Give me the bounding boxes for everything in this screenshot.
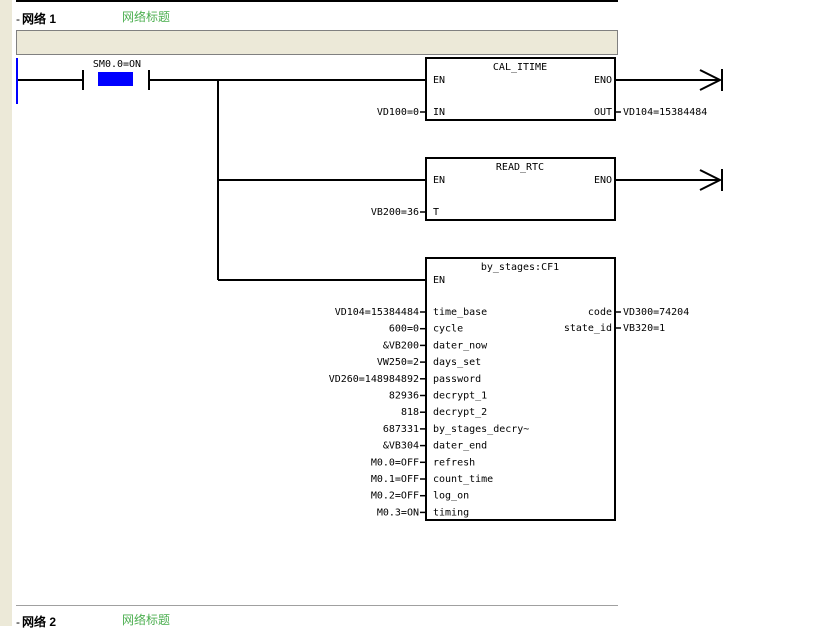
input-value: VD104=15384484 [335, 307, 419, 318]
network-2-label: 网络 2 [22, 615, 57, 629]
arrow-icon [699, 169, 723, 191]
network-1-header[interactable]: -网络 1 [16, 10, 56, 27]
output-pin: state_id [564, 323, 612, 334]
network-1-comment[interactable]: 网络标题 [122, 10, 171, 24]
input-pin: by_stages_decry~ [433, 424, 529, 435]
in-value: VD100=0 [377, 107, 419, 118]
input-value: &VB304 [383, 441, 419, 452]
input-value: 818 [401, 407, 419, 418]
output-pin: code [588, 307, 612, 318]
input-value: 600=0 [389, 324, 419, 335]
collapse-icon[interactable]: - [16, 12, 20, 26]
contact-label: SM0.0=ON [93, 59, 141, 70]
input-value: M0.2=OFF [371, 491, 419, 502]
eno-pin: ENO [594, 75, 612, 86]
input-pin: time_base [433, 307, 487, 318]
eno-pin: ENO [594, 175, 612, 186]
t-pin: T [433, 207, 439, 218]
collapse-icon[interactable]: - [16, 615, 20, 629]
in-pin: IN [433, 107, 445, 118]
block-title: READ_RTC [496, 162, 544, 173]
input-pin: refresh [433, 457, 475, 468]
by-stages-inputs: VD104=15384484 time_base 600=0 cycle&VB200 d… [329, 307, 530, 518]
contact-power-flow [98, 72, 133, 86]
input-pin: count_time [433, 474, 493, 485]
arrow-icon [699, 69, 723, 91]
network-2-header[interactable]: -网络 2 [16, 613, 56, 630]
network-2-comment[interactable]: 网络标题 [122, 613, 171, 627]
input-pin: log_on [433, 491, 469, 502]
input-value: VW250=2 [377, 357, 419, 368]
input-pin: decrypt_1 [433, 391, 487, 402]
output-value: VB320=1 [623, 323, 665, 334]
left-gutter [0, 0, 12, 626]
input-pin: decrypt_2 [433, 407, 487, 418]
en-pin: EN [433, 75, 445, 86]
network-1-label: 网络 1 [22, 12, 57, 26]
network-top-border [16, 0, 618, 2]
network-separator [16, 605, 618, 606]
input-pin: dater_end [433, 441, 487, 452]
by-stages-block[interactable]: by_stages:CF1 EN [425, 257, 616, 521]
input-value: M0.3=ON [377, 507, 419, 518]
input-value: VD260=148984892 [329, 374, 419, 385]
en-pin: EN [433, 175, 445, 186]
out-value: VD104=15384484 [623, 107, 707, 118]
input-value: 82936 [389, 391, 419, 402]
block-title: CAL_ITIME [493, 62, 547, 73]
input-pin: timing [433, 507, 469, 518]
t-value: VB200=36 [371, 207, 419, 218]
output-value: VD300=74204 [623, 307, 689, 318]
input-value: M0.1=OFF [371, 474, 419, 485]
input-pin: dater_now [433, 340, 488, 351]
input-pin: days_set [433, 357, 481, 368]
read-rtc-block[interactable]: READ_RTC EN ENO T [425, 157, 616, 221]
input-value: M0.0=OFF [371, 457, 419, 468]
by-stages-outputs: code VD300=74204 state_id VB320=1 [564, 307, 689, 334]
input-pin: cycle [433, 324, 463, 335]
power-rail [16, 58, 18, 104]
block-title: by_stages:CF1 [481, 262, 559, 273]
network-comment-field[interactable] [16, 30, 618, 55]
contact-sm0-0[interactable]: SM0.0=ON [82, 59, 150, 90]
input-pin: password [433, 374, 481, 385]
input-value: 687331 [383, 424, 419, 435]
en-pin: EN [433, 275, 445, 286]
out-pin: OUT [594, 107, 612, 118]
input-value: &VB200 [383, 340, 419, 351]
cal-itime-block[interactable]: CAL_ITIME EN ENO IN OUT [425, 57, 616, 121]
